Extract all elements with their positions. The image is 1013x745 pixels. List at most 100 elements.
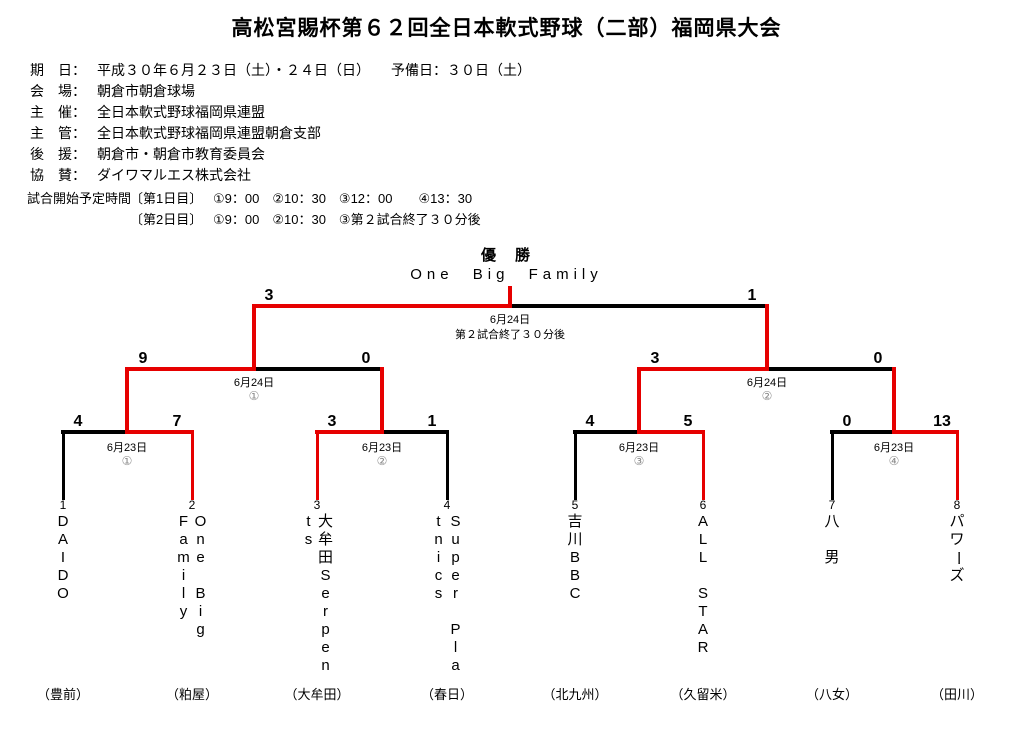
match-date: 6月24日 — [489, 314, 531, 326]
schedule-day2-times: ①9：00 ②10：30 ③第２試合終了３０分後 — [213, 212, 481, 227]
team-line — [190, 430, 194, 500]
team-name-char: D — [57, 567, 69, 584]
semifinal-line-left — [125, 367, 256, 371]
schedule-day1-label: 〔第1日目〕 — [130, 191, 203, 206]
info-row: 主 催： 全日本軟式野球福岡県連盟 — [30, 102, 265, 122]
semifinal-quarterfinal-connector — [125, 367, 129, 434]
team-name-char — [447, 603, 464, 621]
info-label: 期 日： — [30, 62, 86, 78]
champion-heading: 優 勝 — [480, 247, 532, 264]
team-name-char: r — [323, 603, 328, 620]
team-name-char — [824, 531, 841, 549]
semifinal-quarterfinal-connector — [637, 367, 641, 434]
team-name-char: a — [451, 657, 460, 674]
quarterfinal-line-left — [573, 430, 641, 434]
team-name-char: S — [320, 567, 331, 584]
semifinal-line-right — [252, 367, 384, 371]
match-date: 6月23日 — [618, 442, 660, 454]
team-line — [61, 430, 65, 500]
schedule-day2-label: 〔第2日目〕 — [130, 212, 203, 227]
team-name-char: 川 — [567, 531, 583, 548]
team-name-char: a — [179, 531, 188, 548]
team-name-char: n — [196, 531, 205, 548]
team-number: 4 — [443, 498, 451, 512]
team-name-char: t — [306, 513, 311, 530]
score-label: 4 — [585, 413, 595, 430]
score-label: 0 — [873, 350, 883, 367]
team-name-char: c — [434, 567, 443, 584]
schedule-day1-times: ①9：00 ②10：30 ③12：00 ④13：30 — [213, 191, 473, 206]
team-name-char: ワ — [949, 531, 965, 548]
team-name-char: 八 — [824, 513, 840, 530]
info-label: 協 賛： — [30, 167, 86, 183]
team-name-char: A — [697, 513, 708, 530]
match-note: 第２試合終了３０分後 — [455, 329, 565, 341]
team-name-char: 吉 — [567, 513, 583, 530]
team-name-char: C — [569, 585, 581, 602]
quarterfinal-line-left — [315, 430, 384, 434]
team-name-column: 八 男 — [824, 513, 841, 567]
team-name-char: p — [321, 621, 330, 638]
match-date: 6月23日 — [361, 442, 403, 454]
team-line — [701, 430, 705, 500]
team-name-char: P — [450, 621, 461, 638]
team-number: 2 — [188, 498, 196, 512]
semifinal-quarterfinal-connector — [380, 367, 384, 434]
champion-connector — [508, 286, 512, 308]
team-name-char: y — [179, 603, 188, 620]
team-name-char: A — [697, 621, 708, 638]
info-value: 全日本軟式野球福岡県連盟朝倉支部 — [97, 125, 321, 141]
match-game-number: ① — [121, 454, 133, 468]
info-value: 全日本軟式野球福岡県連盟 — [97, 104, 265, 120]
team-name-char: R — [697, 639, 709, 656]
match-game-number: ③ — [633, 454, 645, 468]
team-name-char: 大 — [317, 513, 333, 530]
final-semifinal-connector — [765, 304, 769, 371]
team-name-char: t — [436, 513, 441, 530]
page-title: 高松宮賜杯第６２回全日本軟式野球（二部）福岡県大会 — [231, 17, 782, 40]
final-line-right — [508, 304, 769, 308]
info-label: 主 管： — [30, 125, 86, 141]
team-number: 1 — [59, 498, 67, 512]
team-line — [445, 430, 449, 500]
team-name-char: e — [196, 549, 205, 566]
score-label: 3 — [327, 413, 337, 430]
score-label: 9 — [138, 350, 148, 367]
score-label: 0 — [842, 413, 852, 430]
team-name-char: F — [178, 513, 189, 530]
match-date: 6月24日 — [233, 377, 275, 389]
score-label: 1 — [427, 413, 437, 430]
team-name-char: S — [697, 585, 708, 602]
team-number: 8 — [953, 498, 961, 512]
team-name-char: 男 — [824, 549, 840, 566]
team-name-char: m — [177, 549, 190, 566]
team-name-char: T — [698, 603, 708, 620]
champion-name: One Big Family — [410, 266, 603, 283]
team-name-char: n — [321, 657, 330, 674]
team-number: 5 — [571, 498, 579, 512]
match-date: 6月23日 — [873, 442, 915, 454]
team-name-char: l — [453, 639, 458, 656]
match-game-number: ② — [376, 454, 388, 468]
team-name-char: O — [194, 513, 207, 530]
team-region: （田川） — [930, 687, 984, 702]
team-name-char: r — [453, 585, 458, 602]
team-name-char: B — [569, 567, 580, 584]
team-number: 3 — [313, 498, 321, 512]
info-label: 主 催： — [30, 104, 86, 120]
match-game-number: ① — [248, 389, 260, 403]
team-region: （粕屋） — [165, 687, 219, 702]
score-label: 3 — [264, 287, 274, 304]
team-name-char: I — [60, 549, 66, 566]
team-number: 7 — [828, 498, 836, 512]
